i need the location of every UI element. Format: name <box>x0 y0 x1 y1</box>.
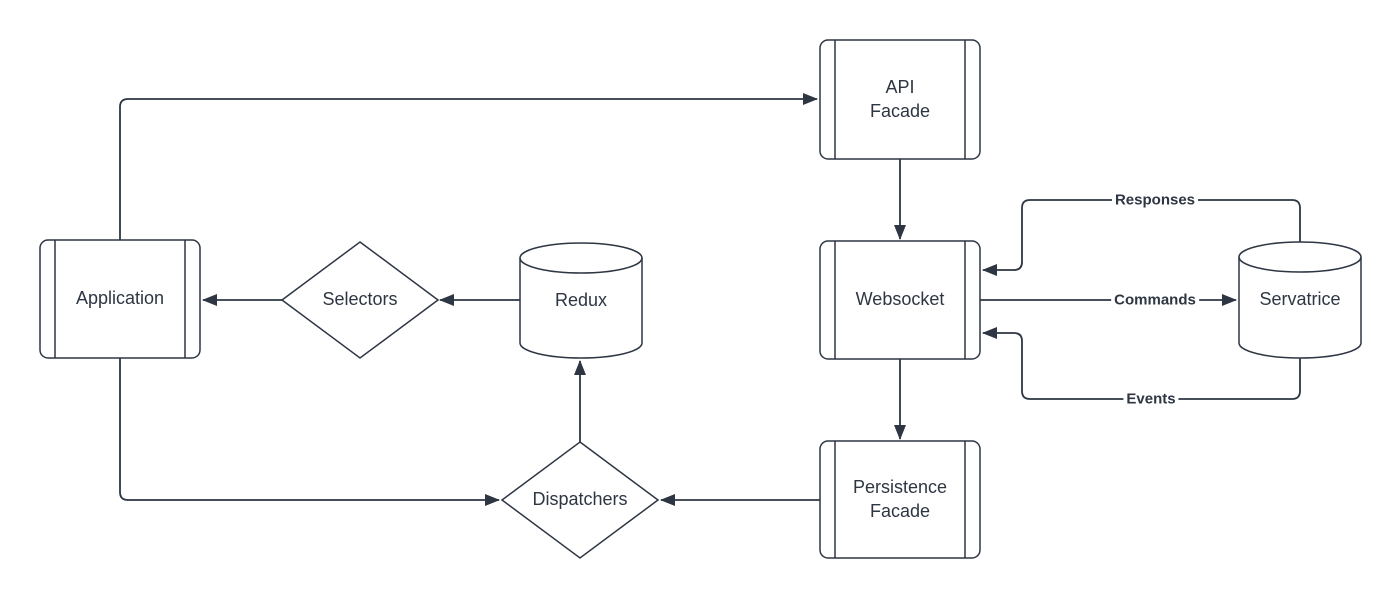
edge-application-to-api-facade <box>119 93 818 240</box>
edge-application-to-dispatchers <box>119 358 500 506</box>
node-layer <box>39 39 1362 559</box>
node-redux-shape <box>519 242 643 359</box>
node-application-shape <box>39 239 201 359</box>
edge-label-commands: Commands <box>1111 291 1199 309</box>
node-persistence-facade-shape <box>819 440 981 559</box>
node-servatrice-shape <box>1238 241 1362 359</box>
node-api-facade-shape <box>819 39 981 160</box>
edge-label-responses: Responses <box>1111 191 1199 209</box>
edge-label-events: Events <box>1123 390 1179 408</box>
edge-servatrice-responses-to-websocket <box>982 199 1301 276</box>
node-websocket-shape <box>819 240 981 360</box>
edge-servatrice-events-to-websocket <box>982 327 1301 400</box>
node-selectors-shape <box>280 241 440 359</box>
node-dispatchers-shape <box>500 441 660 559</box>
